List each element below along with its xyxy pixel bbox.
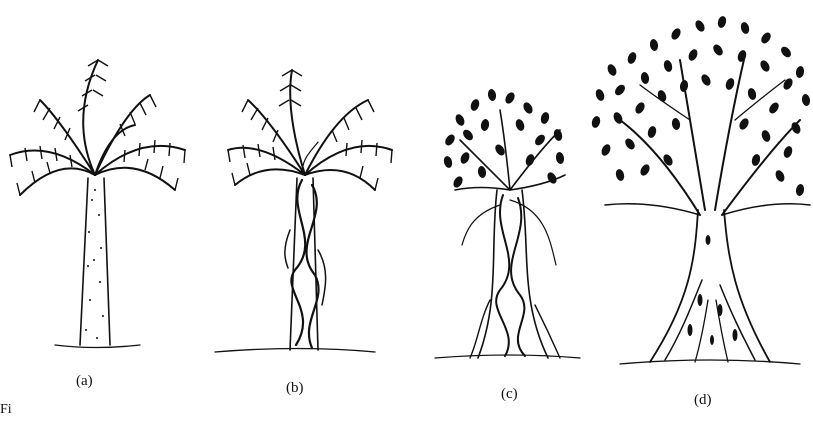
trunk-d-fused-roots [650,210,770,362]
tree-b-palm-with-vines [215,70,392,352]
trunk-c-strangler-roots [462,190,560,358]
palm-b-fronds [228,70,392,190]
ground-line-d [620,360,800,364]
palm-a-fronds [10,60,185,195]
tree-d-freestanding-strangler-fig [591,15,811,364]
panel-label-a: (a) [76,373,93,390]
ground-line-a [55,345,140,348]
tree-a-palm [10,60,185,348]
crown-c-foliage [443,88,565,190]
panel-label-d: (d) [694,392,712,409]
crown-d-foliage [591,15,811,215]
panel-label-c: (c) [501,386,518,403]
panel-label-b: (b) [286,380,304,397]
tree-c-strangler-enclosing-host [435,88,580,358]
ground-line-b [215,349,375,353]
palm-a-trunk [80,178,110,345]
